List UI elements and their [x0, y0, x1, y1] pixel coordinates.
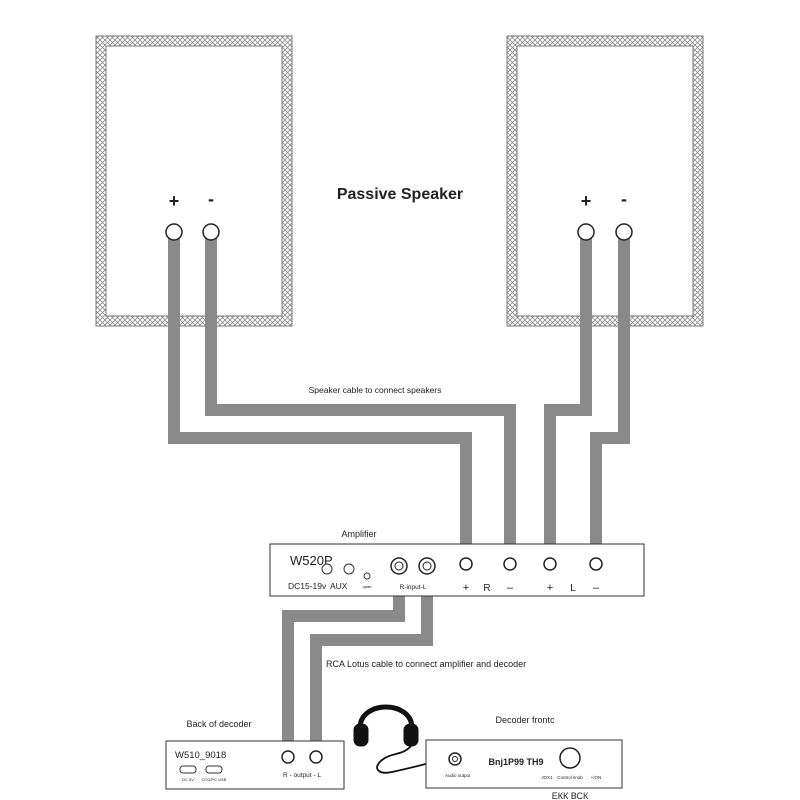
passive-speaker-title: Passive Speaker: [337, 186, 463, 203]
decoder-rca-left-jack-icon: [309, 750, 323, 764]
decoder-usb-label: OTG/PC USB: [202, 777, 227, 782]
footer-fragment-text: ЕКК ВСК: [552, 791, 589, 800]
amplifier-label: Amplifier: [341, 529, 376, 539]
amp-aux-label: AUX: [330, 581, 348, 591]
amp-rca-left-jack-icon: [418, 557, 436, 575]
decoder-back-model: W510_9018: [175, 750, 226, 761]
amp-plus-r-label: +: [463, 582, 469, 594]
control-knob-icon: [559, 747, 581, 769]
small-button-icon: [363, 572, 371, 580]
amp-r-label: R: [483, 583, 490, 594]
headphone-jack-icon: [448, 752, 462, 766]
decoder-dc-label: DC 5V: [182, 777, 194, 782]
amp-minus-l-label: –: [593, 582, 600, 594]
audio-output-label: Audio output: [445, 773, 471, 778]
amp-rca-right-jack-icon: [390, 557, 408, 575]
headphones-icon: [353, 704, 451, 774]
decoder-rca-right-jack-icon: [281, 750, 295, 764]
dc-port-icon: [179, 765, 197, 774]
speaker-cable-caption: Speaker cable to connect speakers: [309, 385, 442, 395]
left-minus-label: -: [208, 189, 214, 209]
decoder-knob-label-1: JOX1: [541, 775, 553, 780]
rca-cable-caption: RCA Lotus cable to connect amplifier and…: [326, 659, 526, 669]
right-speaker-terminals: [577, 223, 633, 241]
decoder-front-label: Decoder frontc: [495, 715, 555, 725]
decoder-output-label: R - output - L: [283, 772, 321, 779]
amp-speaker-terminals: [459, 557, 603, 571]
right-plus-label: +: [581, 191, 592, 211]
decoder-display-text: Bnj1P99 TH9: [488, 757, 543, 767]
aux-jack-icon: [343, 563, 355, 575]
amp-rca-label: R-input-L: [400, 584, 427, 591]
dc-jack-icon: [321, 563, 333, 575]
decoder-knob-label-3: +/ON: [591, 775, 602, 780]
decoder-knob-label-2: Control knob: [557, 775, 583, 780]
left-plus-label: +: [169, 191, 180, 211]
right-minus-label: -: [621, 189, 627, 209]
back-of-decoder-label: Back of decoder: [186, 719, 251, 729]
amp-plus-l-label: +: [547, 582, 553, 594]
right-speaker-box: [506, 35, 704, 327]
left-speaker-box: [95, 35, 293, 327]
amplifier-model: W520P: [290, 553, 333, 568]
amp-minus-r-label: –: [507, 582, 514, 594]
amp-dc-label: DC15-19v: [288, 581, 327, 591]
decoder-back-panel: [165, 740, 345, 790]
amp-l-label: L: [570, 583, 576, 594]
amp-small-label: qaab: [363, 584, 373, 589]
usb-port-icon: [205, 765, 223, 774]
left-speaker-terminals: [165, 223, 220, 241]
